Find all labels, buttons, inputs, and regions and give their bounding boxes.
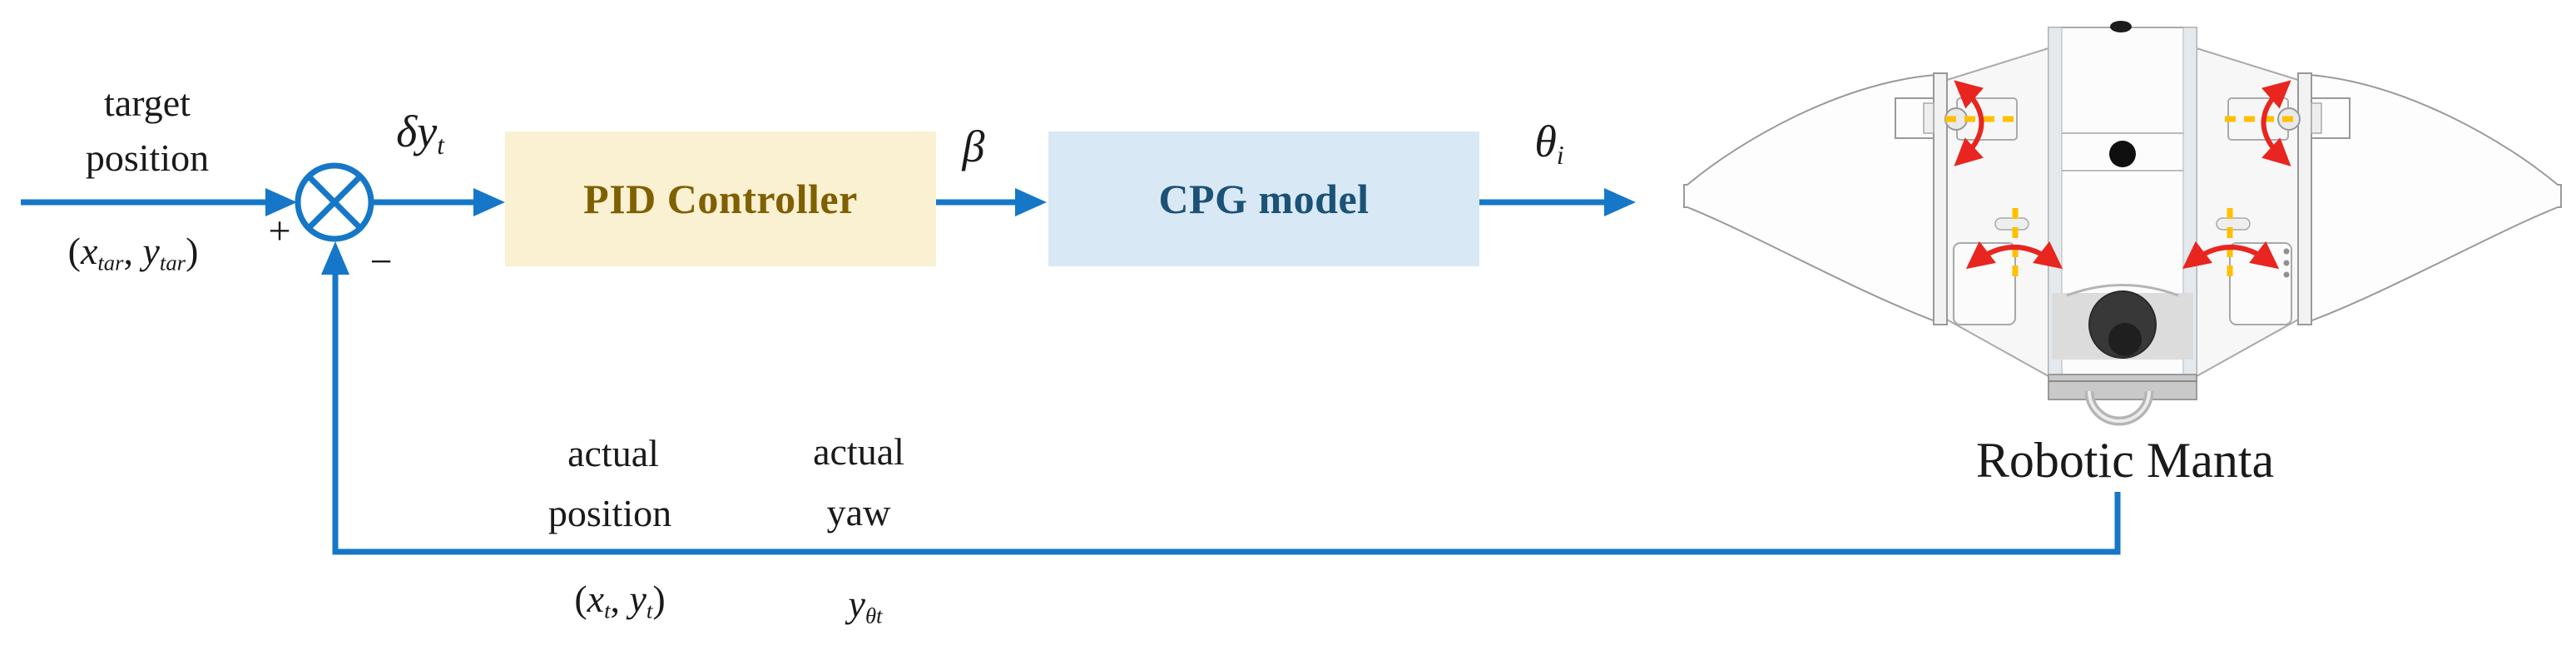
left-mount-plate <box>1933 72 1948 325</box>
beta-signal-label: β <box>962 122 985 171</box>
upper-camera-dot <box>2109 141 2136 167</box>
summing-junction <box>295 162 374 242</box>
sum-plus-sign: + <box>268 208 291 253</box>
sum-minus-sign: − <box>369 239 393 284</box>
input-arrowhead <box>265 188 297 216</box>
rotation-arrows <box>1954 80 2291 270</box>
pid-controller-label: PID Controller <box>583 176 858 222</box>
right-mount-plate <box>2297 72 2312 325</box>
cpg-model-block: CPG model <box>1048 132 1479 266</box>
robot-caption: Robotic Manta <box>1975 433 2275 488</box>
cpg-model-label: CPG model <box>1158 176 1370 222</box>
theta-arrowhead <box>1604 188 1636 216</box>
feedback-arrowhead <box>321 241 349 275</box>
actual-yaw-value: yθt <box>848 583 883 628</box>
actual-position-label-line1: actual <box>567 432 659 474</box>
target-coordinates: (xtar, ytar) <box>67 230 199 275</box>
right-flap-arrow <box>2261 80 2291 166</box>
left-wing <box>1683 73 1936 323</box>
dome-camera-lens <box>2108 323 2142 356</box>
left-twist-arrow <box>1965 241 2063 270</box>
error-arrowhead <box>473 188 505 216</box>
beta-arrowhead <box>1015 188 1047 216</box>
forward-flow-arrowheads <box>265 188 1636 216</box>
feedback-path <box>321 241 2121 555</box>
left-flap-arrow <box>1954 80 1984 166</box>
pid-controller-block: PID Controller <box>505 132 936 266</box>
actual-position-label-line2: position <box>547 492 672 534</box>
target-position-label-line1: target <box>104 82 191 124</box>
antenna-bump <box>2110 21 2132 32</box>
right-wing <box>2309 73 2562 323</box>
actual-yaw-label-line2: yaw <box>826 491 891 533</box>
right-twist-arrow <box>2182 241 2280 270</box>
actual-yaw-label-line1: actual <box>813 430 904 473</box>
error-signal-label: δyt <box>396 107 444 160</box>
actual-coordinates: (xt, yt) <box>574 578 666 623</box>
target-position-label-line2: position <box>85 136 210 179</box>
theta-signal-label: θi <box>1534 117 1564 170</box>
robot-illustration <box>1683 21 2562 426</box>
